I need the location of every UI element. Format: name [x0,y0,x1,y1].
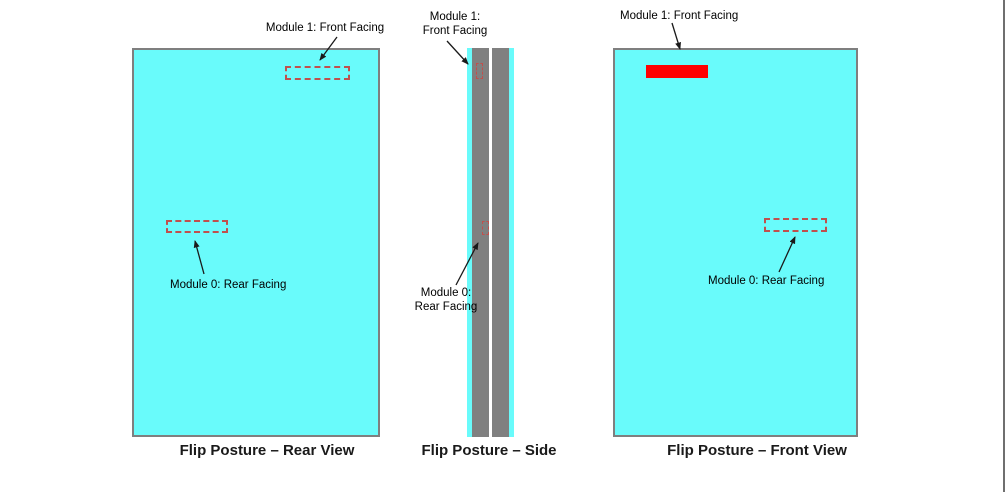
front-module0-label: Module 0: Rear Facing [708,275,825,287]
side-module0-label: Module 0: Rear Facing [414,287,478,313]
rear-view-device-body [132,48,380,437]
rear-module1-label: Module 1: Front Facing [265,22,385,34]
side-view-device-body [467,48,514,437]
rear-view-module1-outline [285,66,350,80]
side-right-half-bar [492,48,509,437]
side-view-module0-outline [482,221,489,235]
side-left-half-bar [472,48,489,437]
front-module1-arrow [671,22,681,50]
side-hinge-gap [489,48,492,437]
rear-view-module0-outline [166,220,228,233]
side-right-screen-strip [509,48,514,437]
front-view-device-body [613,48,858,437]
front-view-module1-solid [646,65,708,78]
front-view-module0-outline [764,218,827,232]
side-module1-arrow [446,40,469,65]
side-view-module1-outline [476,63,483,79]
page-edge-line [1003,0,1005,492]
side-view-caption: Flip Posture – Side [421,442,557,459]
front-module1-label: Module 1: Front Facing [620,10,739,22]
side-module1-label: Module 1: Front Facing [422,11,488,37]
rear-module0-label: Module 0: Rear Facing [170,279,287,291]
front-view-caption: Flip Posture – Front View [667,442,847,459]
side-left-screen-strip [467,48,472,437]
rear-view-caption: Flip Posture – Rear View [179,442,355,459]
